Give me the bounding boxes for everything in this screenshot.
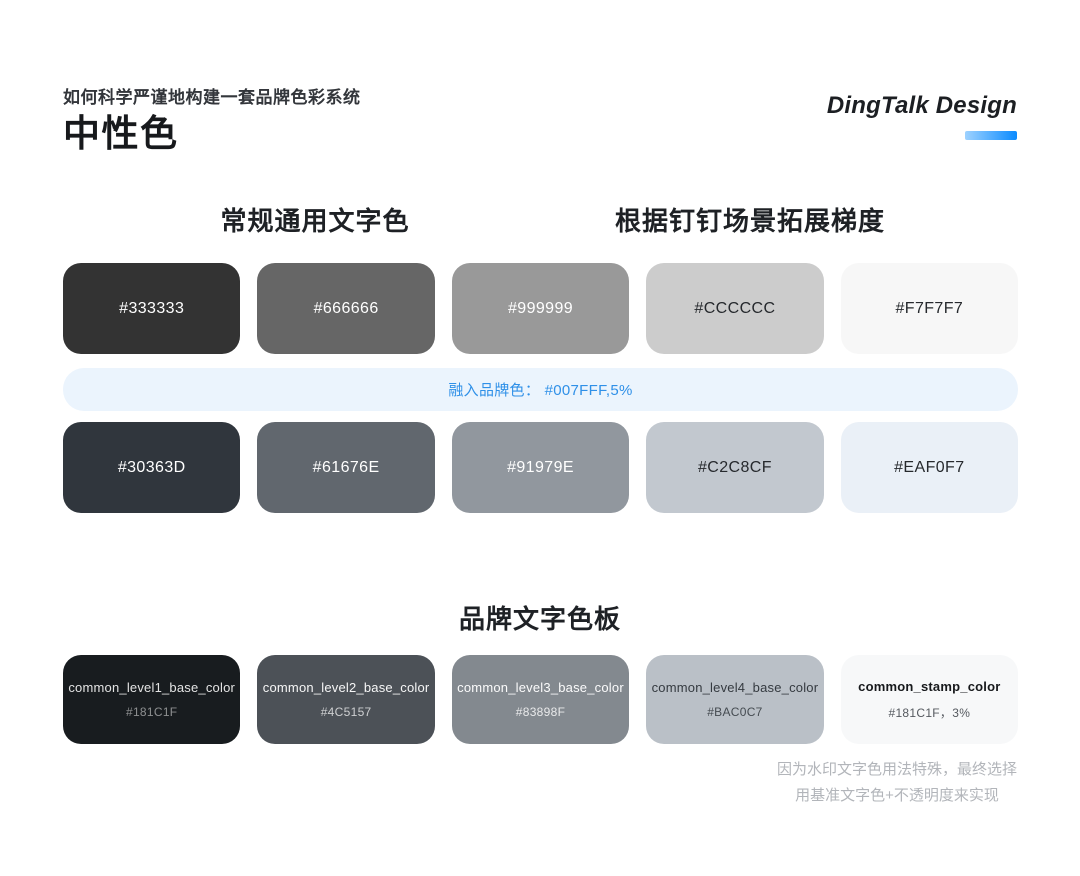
token-value: #83898F <box>515 705 566 719</box>
page-title: 中性色 <box>63 113 179 154</box>
token-swatch-common_level2_base_color: common_level2_base_color #4C5157 <box>257 655 435 744</box>
section-heading-token-palette: 品牌文字色板 <box>458 604 621 634</box>
section-heading-extended-colors: 根据钉钉场景拓展梯度 <box>614 206 886 236</box>
token-name: common_level1_base_color <box>68 680 236 695</box>
token-name: common_level3_base_color <box>457 680 624 695</box>
token-value: #181C1F，3% <box>888 705 971 720</box>
token-value: #BAC0C7 <box>707 705 763 719</box>
brand-blend-label: 融入品牌色： #007FFF,5% <box>448 382 633 399</box>
token-name: common_level2_base_color <box>262 680 430 695</box>
color-swatch-333333: #333333 <box>63 263 241 354</box>
token-name: common_stamp_color <box>858 678 1001 694</box>
color-swatch-c2c8cf: #C2C8CF <box>646 422 824 513</box>
token-value: #4C5157 <box>320 705 372 719</box>
token-swatch-common_level3_base_color: common_level3_base_color #83898F <box>451 655 630 744</box>
color-swatch-f7f7f7: #F7F7F7 <box>840 263 1019 354</box>
footnote: 因为水印文字色用法特殊，最终选择 用基准文字色+不透明度来实现 <box>777 757 1017 809</box>
footnote-line-1: 因为水印文字色用法特殊，最终选择 <box>776 761 1017 778</box>
color-swatch-30363d: #30363D <box>63 422 241 513</box>
token-value: #181C1F <box>125 705 178 719</box>
footnote-line-2: 用基准文字色+不透明度来实现 <box>795 787 999 804</box>
brand-gradient-bar <box>965 131 1017 140</box>
color-swatch-cccccc: #CCCCCC <box>646 263 824 354</box>
color-swatch-eaf0f7: #EAF0F7 <box>840 422 1019 513</box>
page-subtitle: 如何科学严谨地构建一套品牌色彩系统 <box>63 88 361 107</box>
token-name: common_level4_base_color <box>651 680 819 695</box>
blended-color-row: #30363D#61676E#91979E#C2C8CF#EAF0F7 <box>63 422 1019 513</box>
token-swatch-common_level1_base_color: common_level1_base_color #181C1F <box>63 655 241 744</box>
base-color-row: #333333#666666#999999#CCCCCC#F7F7F7 <box>63 263 1019 354</box>
token-swatch-common_level4_base_color: common_level4_base_color #BAC0C7 <box>646 655 824 744</box>
color-swatch-666666: #666666 <box>257 263 435 354</box>
token-swatch-common_stamp_color: common_stamp_color #181C1F，3% <box>840 655 1019 744</box>
color-swatch-61676e: #61676E <box>257 422 435 513</box>
brand-logo-text: DingTalk Design <box>826 92 1017 119</box>
section-heading-base-colors: 常规通用文字色 <box>220 206 410 236</box>
color-swatch-999999: #999999 <box>451 263 630 354</box>
brand-blend-band: 融入品牌色： #007FFF,5% <box>63 368 1018 411</box>
color-swatch-91979e: #91979E <box>451 422 630 513</box>
